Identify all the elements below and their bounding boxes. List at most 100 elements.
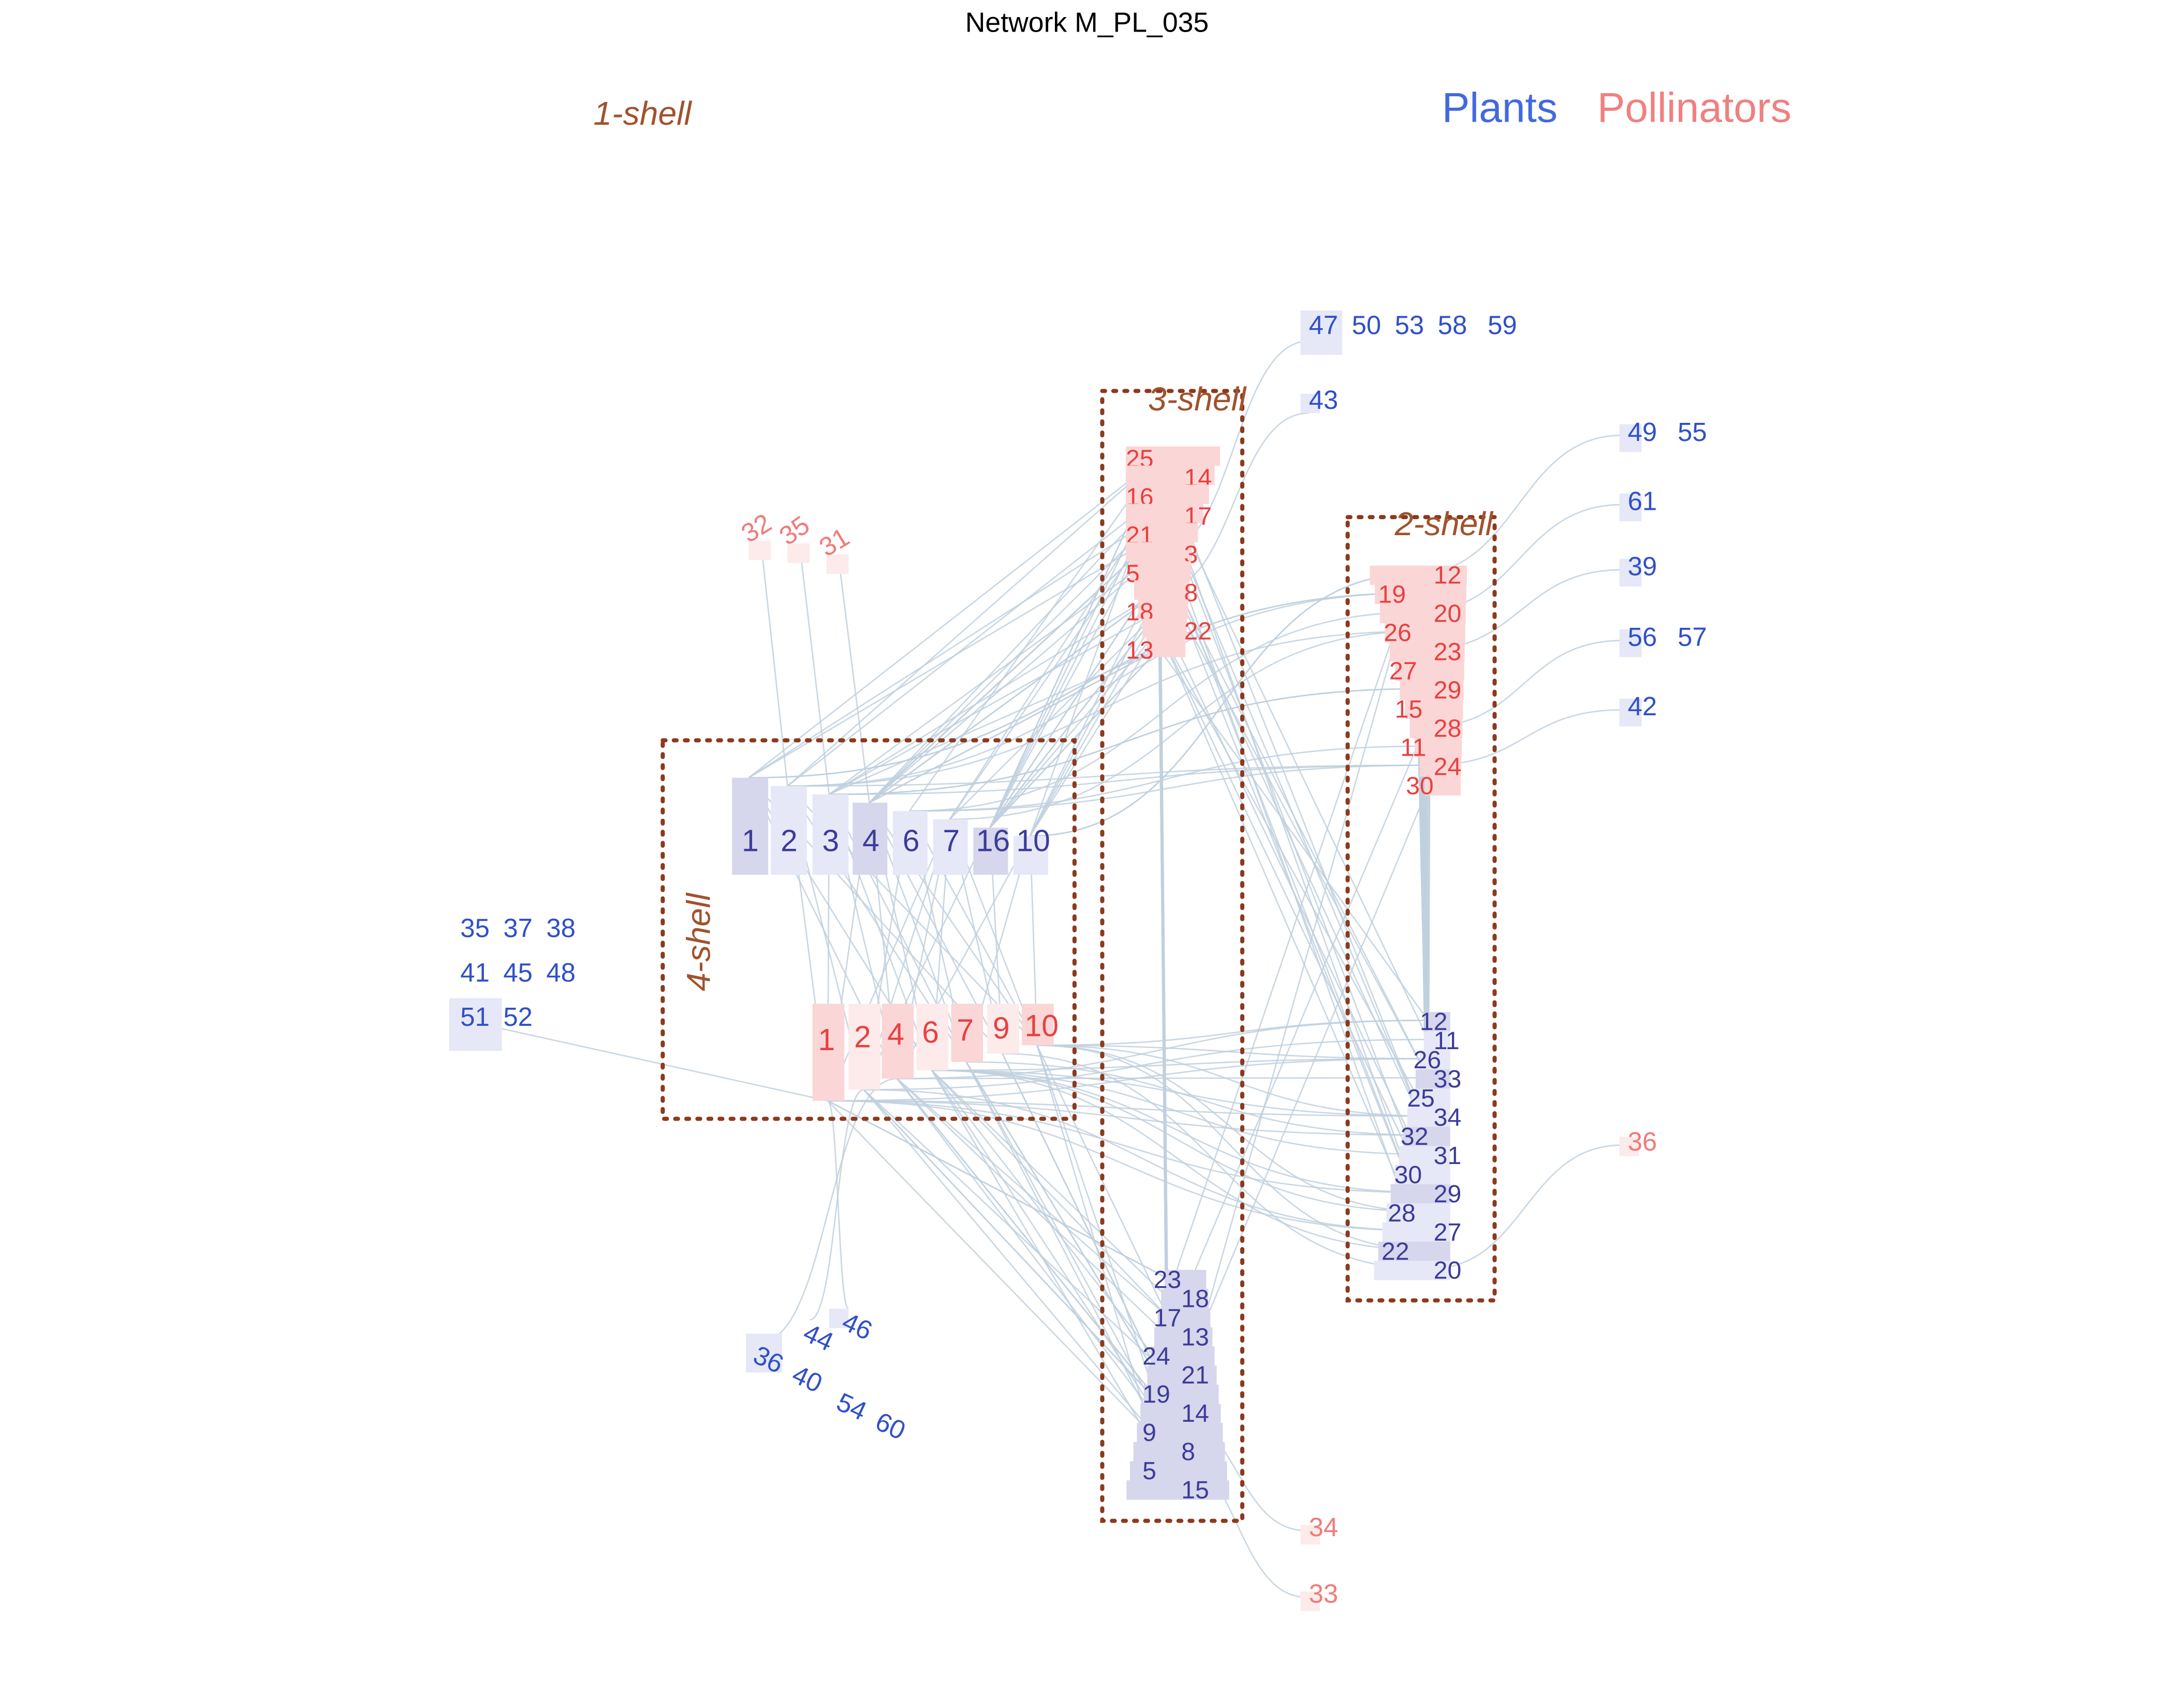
node-p1-45: 45	[503, 958, 533, 987]
node-p4-4: 4	[853, 802, 888, 875]
node-box-p1b-36	[746, 1333, 782, 1373]
edge	[748, 457, 1160, 778]
edge	[896, 1078, 1168, 1432]
node-p2-28: 28	[1386, 1199, 1450, 1227]
edge	[863, 1089, 1168, 1375]
node-label-p1t-59: 59	[1488, 311, 1517, 340]
node-q1-35: 35	[774, 510, 815, 563]
node-p1-37: 37	[503, 914, 533, 943]
node-label-p1r-55: 55	[1678, 417, 1707, 447]
node-box-q2-23	[1390, 642, 1465, 662]
node-box-p1r-49	[1619, 424, 1642, 452]
node-box-p2-32	[1403, 1127, 1450, 1146]
edge	[1167, 573, 1415, 1451]
node-q2-11: 11	[1400, 733, 1462, 761]
node-label-p2-32: 32	[1401, 1123, 1429, 1151]
edge	[909, 745, 1427, 812]
node-label-p3-18: 18	[1181, 1285, 1209, 1313]
node-p2-25: 25	[1407, 1084, 1450, 1112]
node-q4-4: 4	[882, 1004, 914, 1079]
node-p1-41: 41	[460, 958, 490, 987]
node-p3-8: 8	[1133, 1438, 1225, 1466]
edge	[931, 1069, 1168, 1317]
node-q4-6: 6	[916, 1004, 949, 1070]
node-label-p1-45: 45	[503, 958, 533, 987]
node-p3-9: 9	[1137, 1419, 1223, 1447]
node-box-p3-9	[1137, 1423, 1223, 1442]
node-p4-10: 10	[1013, 824, 1050, 875]
node-p1b-54: 54	[832, 1387, 871, 1426]
edge	[828, 552, 1160, 795]
node-p1t-50: 50	[1352, 311, 1382, 340]
node-q2-19: 19	[1375, 581, 1466, 609]
node-box-q1-35	[787, 543, 810, 563]
node-label-q4-1: 1	[818, 1023, 835, 1057]
node-p1r-57: 57	[1678, 622, 1707, 652]
edge	[1158, 553, 1429, 1231]
legend-pollinators: Pollinators	[1597, 86, 1791, 132]
node-p1r-42: 42	[1619, 691, 1657, 727]
node-p3-24: 24	[1142, 1342, 1215, 1370]
node-label-p2-11: 11	[1434, 1027, 1460, 1055]
node-label-p2-20: 20	[1434, 1257, 1462, 1285]
edge	[965, 1062, 1168, 1432]
edge	[931, 1069, 1428, 1194]
node-label-p1-41: 41	[460, 958, 490, 987]
edge	[949, 495, 1160, 820]
shell-label-4-shell: 4-shell	[680, 892, 717, 991]
node-label-p2-28: 28	[1388, 1199, 1416, 1227]
node-label-q2-11: 11	[1400, 733, 1426, 761]
edge	[966, 1061, 1428, 1136]
node-p1b-40: 40	[788, 1359, 827, 1398]
node-label-p4-2: 2	[781, 824, 798, 858]
node-box-p2-29	[1390, 1184, 1450, 1204]
node-p2-27: 27	[1382, 1218, 1461, 1246]
node-p3-23: 23	[1154, 1265, 1207, 1293]
edge	[1158, 572, 1168, 1393]
edge	[989, 610, 1160, 828]
node-label-p4-3: 3	[822, 824, 839, 858]
node-p4-6: 6	[893, 811, 928, 875]
node-box-q1r-36	[1619, 1137, 1639, 1156]
edge	[909, 611, 1417, 812]
node-label-q1r-36: 36	[1628, 1127, 1657, 1156]
node-box-q3-5	[1130, 561, 1191, 581]
edge	[1158, 476, 1429, 1231]
node-p1r-49: 49	[1619, 417, 1657, 452]
node-q3-13: 13	[1126, 636, 1186, 664]
node-q2-27: 27	[1389, 657, 1464, 685]
node-box-p1r-42	[1619, 699, 1642, 727]
node-q2-26: 26	[1384, 619, 1465, 647]
node-label-p3-14: 14	[1181, 1400, 1209, 1427]
node-p1t-43: 43	[1300, 385, 1338, 415]
node-p1r-39: 39	[1619, 552, 1657, 587]
node-label-p3-19: 19	[1142, 1380, 1170, 1408]
edge	[827, 1100, 1168, 1451]
edge	[1428, 1144, 1622, 1270]
edge	[949, 610, 1160, 820]
node-box-p4-10	[1013, 836, 1048, 875]
node-p2-31: 31	[1399, 1142, 1461, 1170]
node-label-p1b-40: 40	[788, 1359, 827, 1398]
node-p3-13: 13	[1154, 1323, 1213, 1351]
legend-plants: Plants	[1442, 86, 1558, 132]
node-box-q2-29	[1400, 680, 1464, 700]
node-p2-29: 29	[1390, 1180, 1461, 1208]
node-label-p2-12: 12	[1420, 1008, 1448, 1036]
node-p3-14: 14	[1140, 1400, 1221, 1427]
node-box-p2-28	[1386, 1203, 1450, 1223]
node-label-q1b-33: 33	[1309, 1579, 1339, 1608]
node-p3-18: 18	[1161, 1285, 1209, 1313]
edge	[931, 1069, 1168, 1298]
node-label-p1r-57: 57	[1678, 622, 1707, 652]
node-p4-2: 2	[771, 786, 807, 875]
node-p1-38: 38	[546, 914, 576, 943]
node-q2-12: 12	[1370, 562, 1467, 590]
edge	[828, 1100, 1428, 1117]
edge	[1037, 1020, 1428, 1046]
edge	[1037, 1044, 1428, 1117]
node-label-p3-21: 21	[1181, 1361, 1209, 1389]
shell-label-3-shell: 3-shell	[1148, 380, 1247, 418]
node-box-q3-3	[1126, 542, 1193, 562]
node-q1b-33: 33	[1300, 1579, 1339, 1611]
